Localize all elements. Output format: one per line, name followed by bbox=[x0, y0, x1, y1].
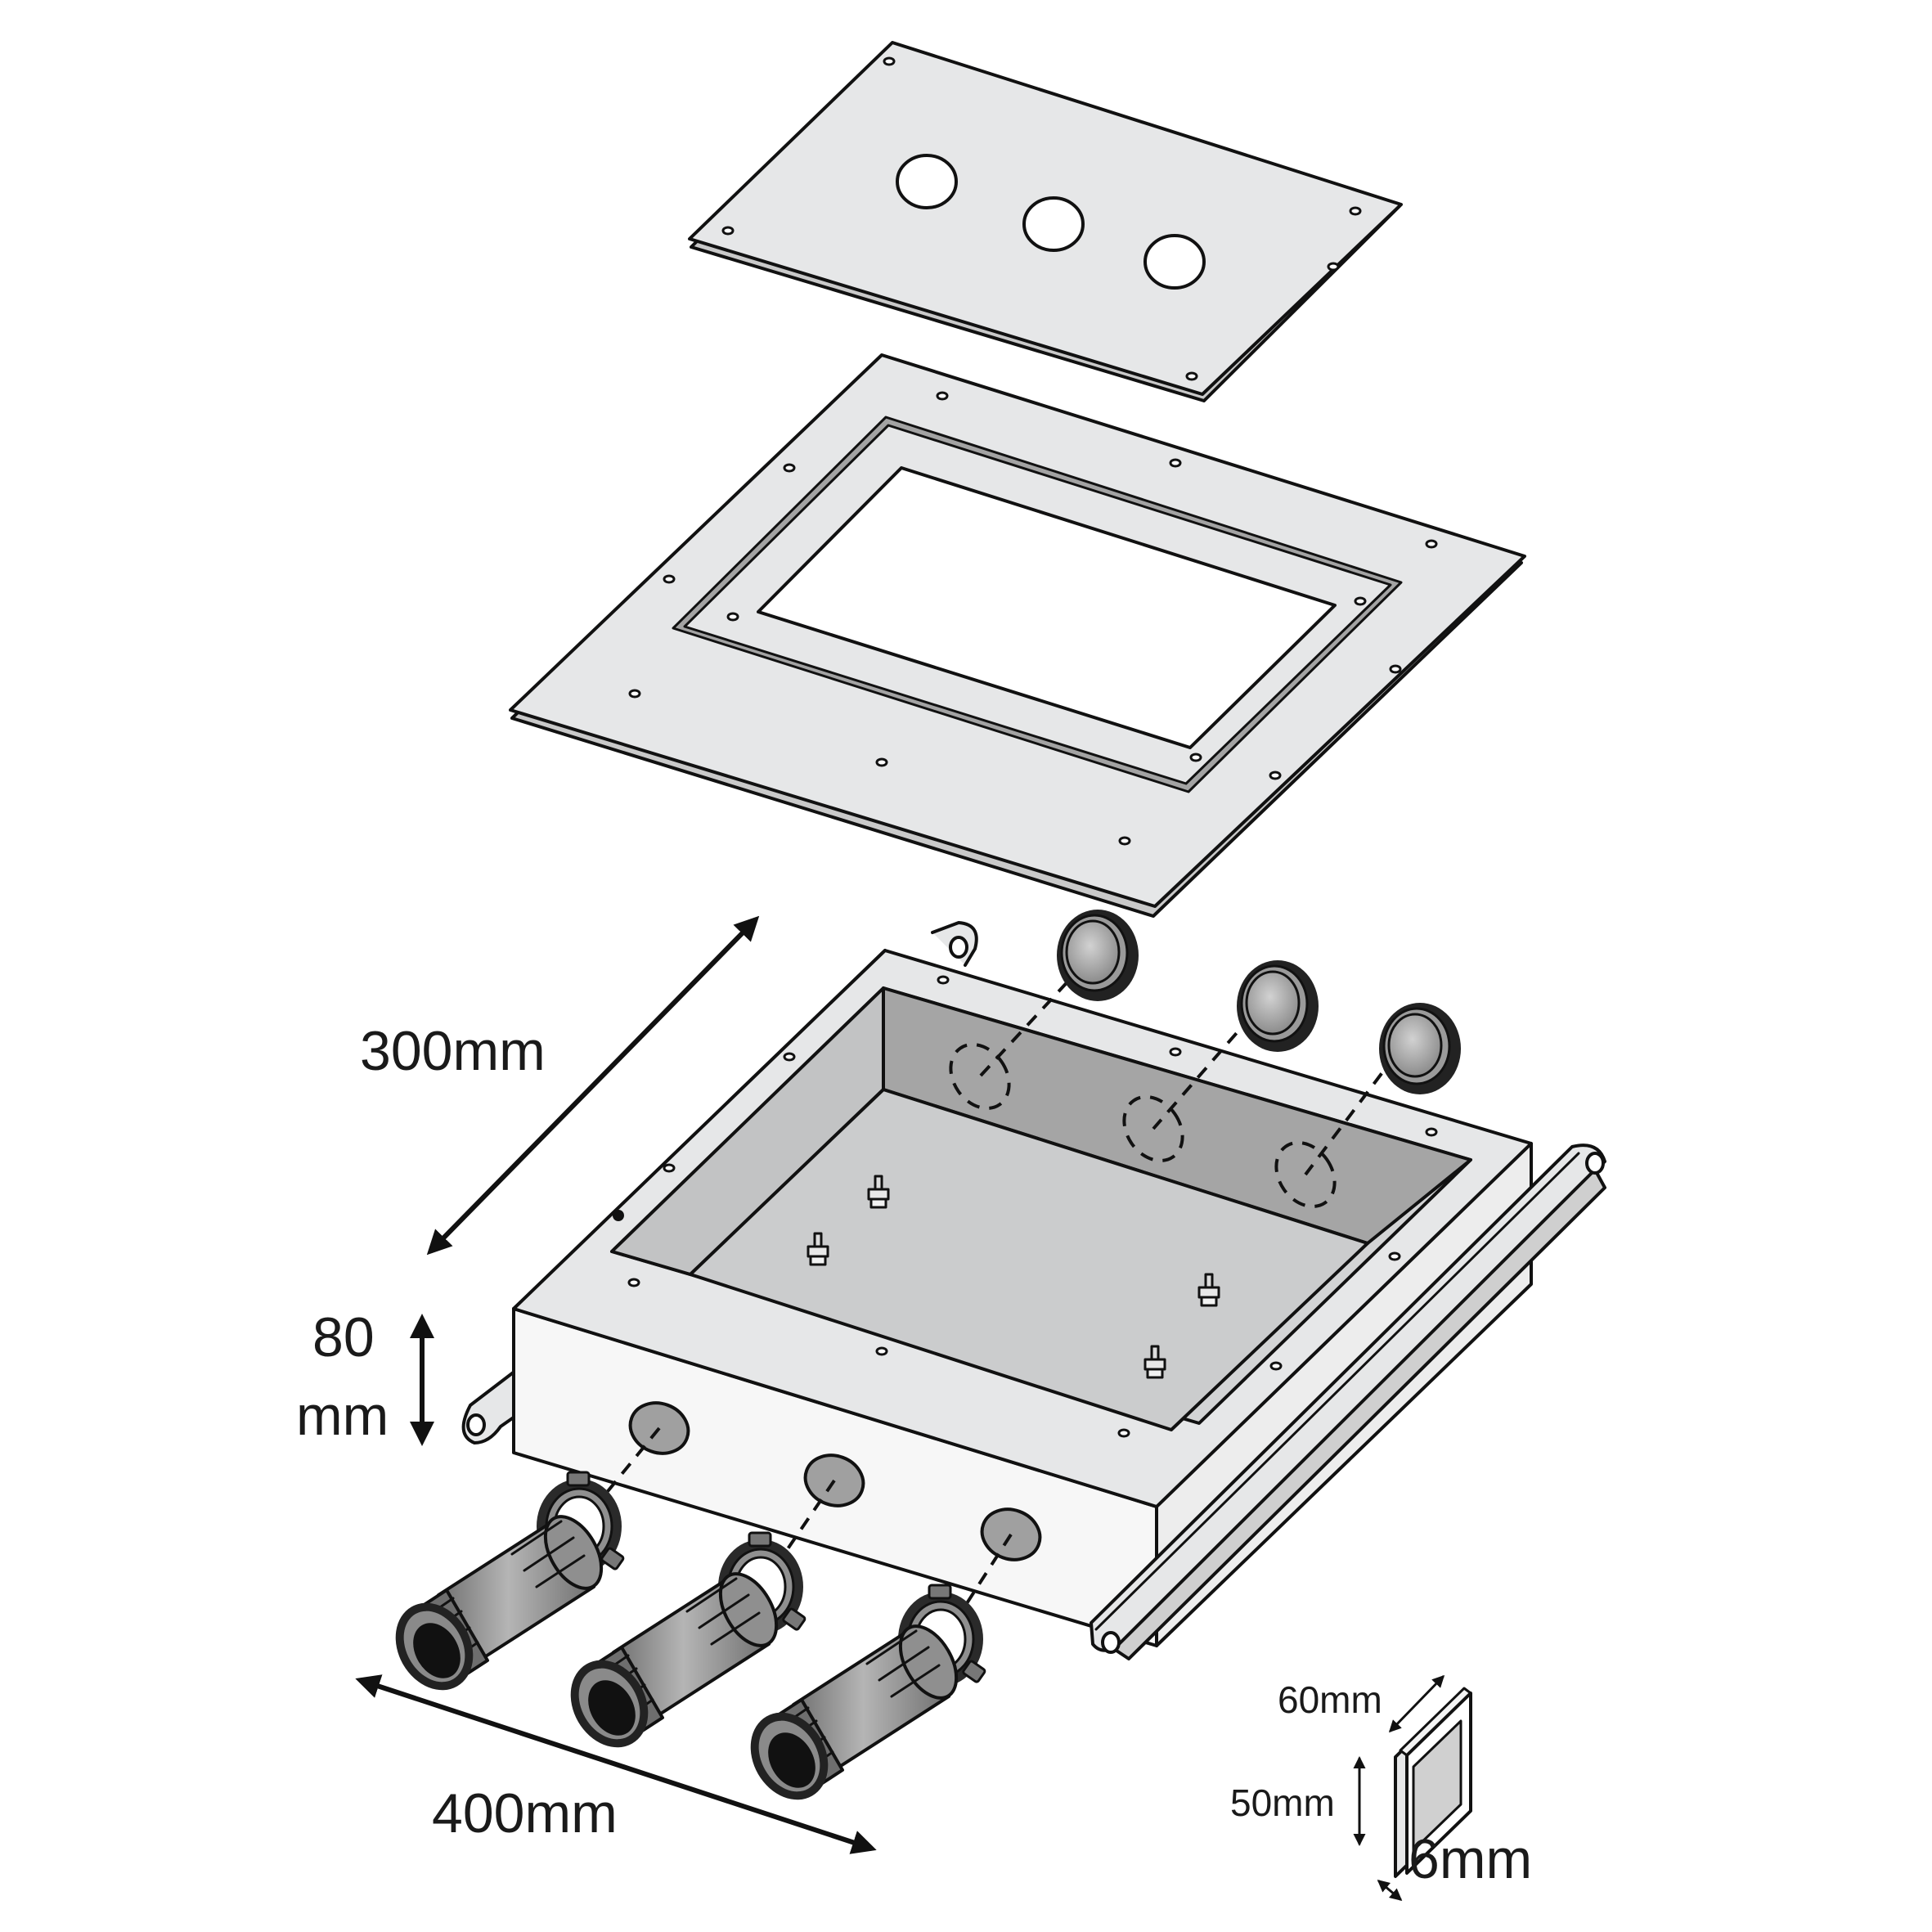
mounting-rail-left bbox=[461, 921, 978, 1445]
cover-plate bbox=[688, 41, 1403, 402]
dimension-arrows bbox=[355, 915, 877, 1854]
cover-plate-holes bbox=[896, 154, 1206, 290]
sealing-plug-3 bbox=[1377, 1001, 1462, 1096]
gasket-height-label: 50mm bbox=[1230, 1781, 1335, 1824]
cable-gland-3 bbox=[733, 1615, 970, 1816]
frame-plate bbox=[509, 353, 1526, 918]
enclosure-box bbox=[461, 921, 1606, 1660]
box-floor bbox=[689, 1088, 1369, 1431]
cable-gland-2 bbox=[553, 1562, 790, 1764]
width-label: 400mm bbox=[432, 1782, 618, 1844]
height-value-label: 80 bbox=[312, 1306, 375, 1368]
cover-screw-holes bbox=[721, 56, 1362, 381]
width-arrow bbox=[355, 1674, 877, 1854]
frame-screw-holes bbox=[628, 391, 1438, 846]
depth-arrow bbox=[426, 915, 760, 1256]
sealing-plugs bbox=[978, 908, 1462, 1176]
sealing-plug-2 bbox=[1235, 959, 1320, 1054]
gasket-sample bbox=[1353, 1674, 1472, 1901]
frame-window bbox=[757, 466, 1337, 749]
cover-hole-3 bbox=[1143, 234, 1206, 290]
gasket-thickness-label: 6mm bbox=[1409, 1828, 1532, 1890]
cover-hole-2 bbox=[1022, 196, 1085, 252]
gasket-width-label: 60mm bbox=[1278, 1678, 1382, 1721]
depth-label: 300mm bbox=[360, 1020, 546, 1082]
mounting-rail-right bbox=[1090, 1143, 1606, 1660]
cover-hole-1 bbox=[896, 154, 958, 209]
sealing-plug-1 bbox=[1055, 908, 1140, 1003]
height-unit-label: mm bbox=[296, 1385, 389, 1447]
